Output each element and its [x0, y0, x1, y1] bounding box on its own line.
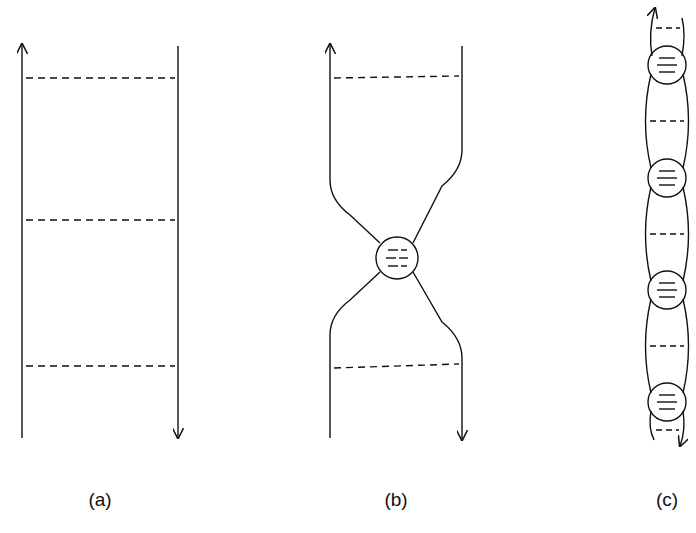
fermion-line	[330, 44, 380, 243]
blob-dashes	[386, 250, 408, 266]
fermion-line	[177, 46, 178, 438]
exchange-lines	[334, 76, 459, 368]
chain	[646, 8, 689, 446]
exchange-lines	[26, 78, 175, 366]
blob-circle	[376, 237, 418, 279]
panel-label: (a)	[88, 489, 111, 511]
fermion-line	[21, 44, 22, 438]
fermion-line	[413, 272, 462, 440]
panel-label: (b)	[384, 489, 407, 511]
fermion-line	[330, 272, 380, 438]
panel-label: (c)	[656, 489, 678, 511]
